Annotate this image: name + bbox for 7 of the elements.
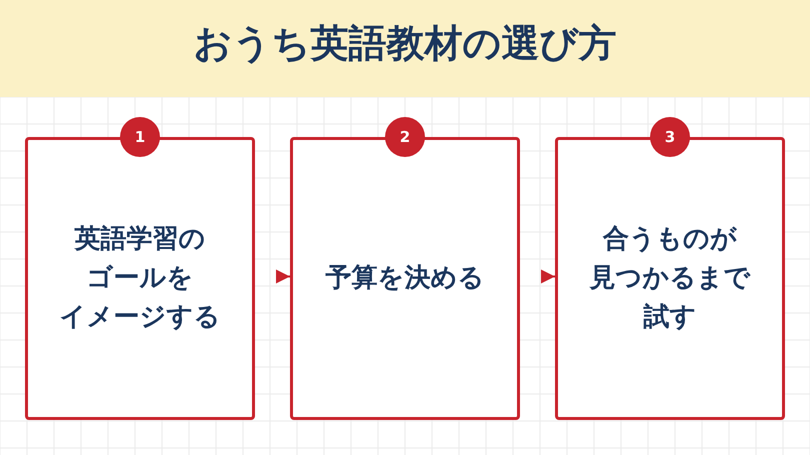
title: おうち英語教材の選び方	[192, 20, 618, 67]
step-text: 予算を決める	[326, 262, 484, 295]
step-number-badge: 1	[120, 117, 160, 157]
step-number-badge: 3	[650, 117, 690, 157]
step-text: 英語学習のゴールをイメージする	[60, 223, 220, 334]
step-text: 合うものが見つかるまで試す	[590, 223, 750, 334]
step-number-badge: 2	[385, 117, 425, 157]
